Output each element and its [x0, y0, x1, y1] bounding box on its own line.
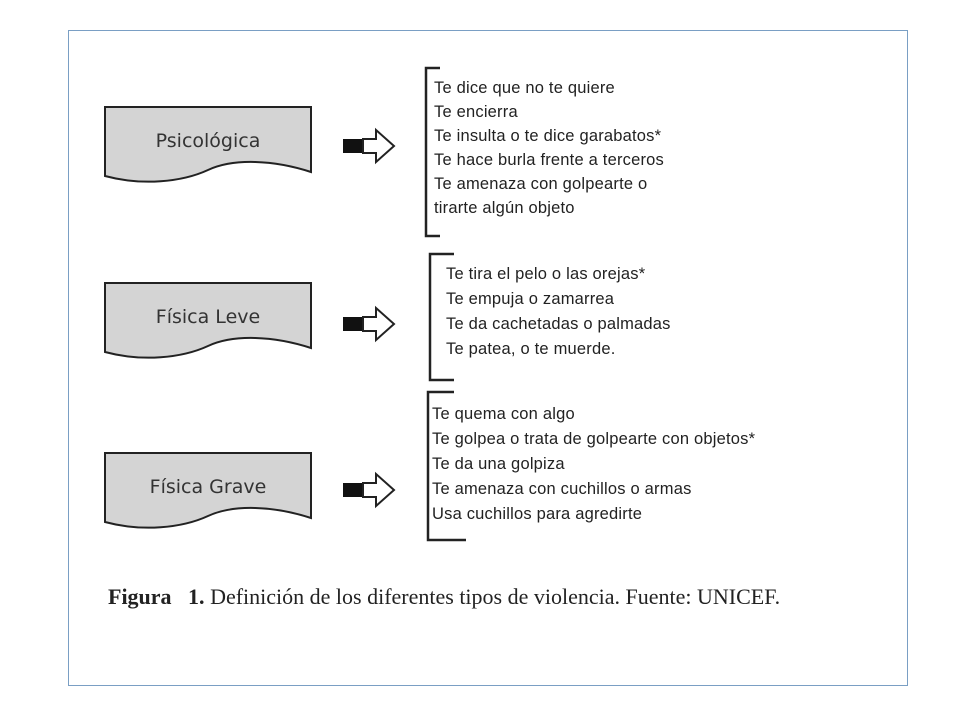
list-item: Te da cachetadas o palmadas: [446, 315, 671, 333]
list-item: Usa cuchillos para agredirte: [432, 505, 643, 523]
caption-text: Definición de los diferentes tipos de vi…: [204, 584, 781, 609]
right-arrow-icon: [342, 304, 398, 349]
list-item: Te patea, o te muerde.: [446, 340, 616, 358]
category-label: Psicológica: [155, 130, 261, 152]
list-item: Te quema con algo: [432, 405, 575, 423]
category-label: Física Leve: [155, 306, 261, 328]
right-arrow-icon: [342, 126, 398, 171]
list-item: Te amenaza con cuchillos o armas: [432, 480, 692, 498]
list-item: Te tira el pelo o las orejas*: [446, 265, 646, 283]
items-list-fisica-leve: Te tira el pelo o las orejas* Te empuja …: [446, 262, 671, 362]
items-list-fisica-grave: Te quema con algo Te golpea o trata de g…: [432, 402, 755, 527]
list-item: Te encierra: [434, 103, 518, 121]
category-box-fisica-grave: Física Grave: [104, 452, 312, 536]
list-item: Te empuja o zamarrea: [446, 290, 615, 308]
right-arrow-icon: [342, 470, 398, 515]
list-item: Te insulta o te dice garabatos*: [434, 127, 662, 145]
list-item: tirarte algún objeto: [434, 199, 575, 217]
list-item: Te da una golpiza: [432, 455, 565, 473]
items-list-psicologica: Te dice que no te quiere Te encierra Te …: [434, 76, 664, 220]
category-box-psicologica: Psicológica: [104, 106, 312, 190]
category-label: Física Grave: [149, 476, 267, 498]
list-item: Te golpea o trata de golpearte con objet…: [432, 430, 756, 448]
figure-caption: Figura 1. Definición de los diferentes t…: [108, 582, 888, 612]
category-box-fisica-leve: Física Leve: [104, 282, 312, 366]
figure-number: Figura 1.: [108, 584, 205, 609]
list-item: Te dice que no te quiere: [434, 79, 615, 97]
list-item: Te hace burla frente a terceros: [434, 151, 664, 169]
list-item: Te amenaza con golpearte o: [434, 175, 648, 193]
